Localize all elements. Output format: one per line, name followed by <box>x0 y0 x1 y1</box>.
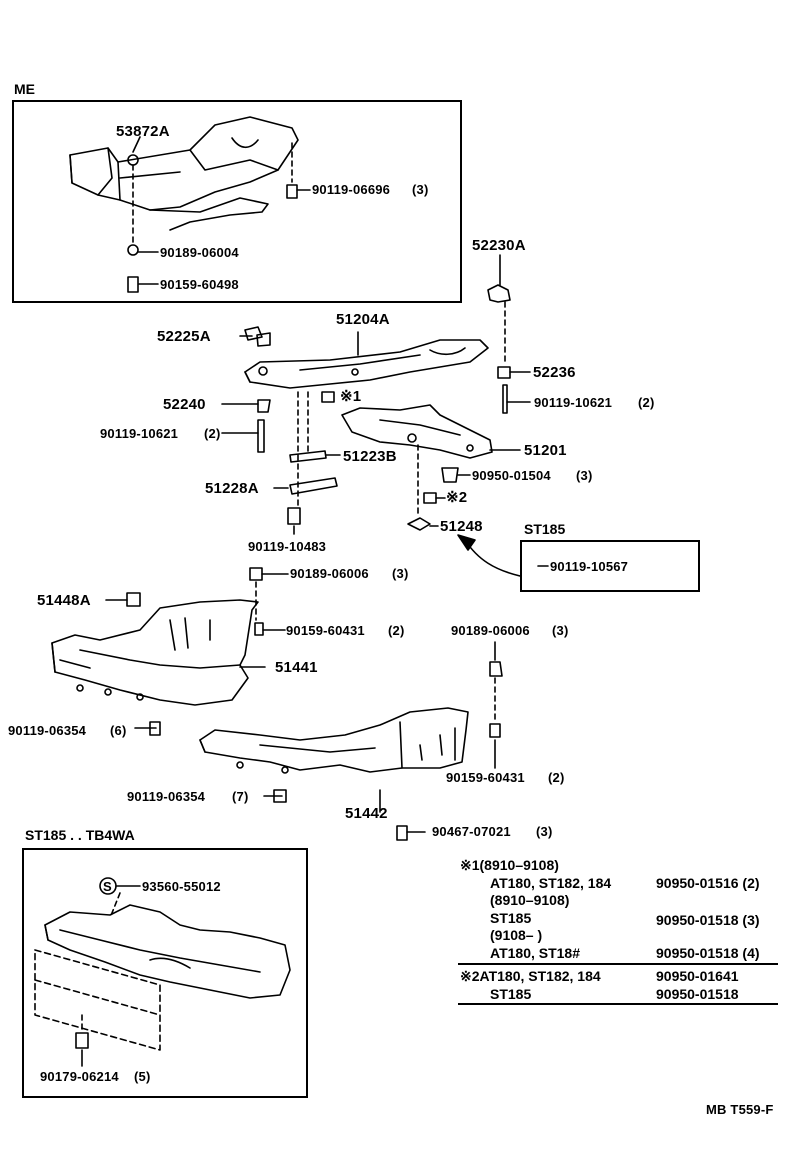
part-label-90189-06004: 90189-06004 <box>160 245 239 260</box>
part-label-90189-06006-b: 90189-06006 <box>451 623 530 638</box>
part-label-90159-60431-a: 90159-60431 <box>286 623 365 638</box>
part-qty-90159-60431-a: (2) <box>388 623 405 638</box>
part-label-52225a: 52225A <box>157 328 211 345</box>
part-label-90189-06006-a: 90189-06006 <box>290 566 369 581</box>
note-1-row1-models: AT180, ST182, 184 <box>490 875 612 891</box>
part-qty-90119-10621-right: (2) <box>638 395 655 410</box>
part-label-51441: 51441 <box>275 659 318 676</box>
part-label-52240: 52240 <box>163 396 206 413</box>
me-variant-box <box>12 100 462 303</box>
part-qty-90467-07021: (3) <box>536 824 553 839</box>
note-1-row3-models: ST185 <box>490 910 532 926</box>
note-2-row2-models: ST185 <box>490 986 532 1002</box>
me-fasteners <box>127 136 311 293</box>
part-label-90119-06354-a: 90119-06354 <box>8 723 87 738</box>
under-cover-51441-drawing <box>51 599 259 706</box>
part-label-90467-07021: 90467-07021 <box>432 824 511 839</box>
part-label-90950-01504: 90950-01504 <box>472 468 551 483</box>
part-label-90179-06214: 90179-06214 <box>40 1069 119 1084</box>
part-label-90159-60498: 90159-60498 <box>160 277 239 292</box>
part-qty-90119-06354-b: (7) <box>232 789 249 804</box>
part-label-51442: 51442 <box>345 805 388 822</box>
s-symbol: S <box>103 879 112 894</box>
part-qty-90950-01504: (3) <box>576 468 593 483</box>
me-box-title: ME <box>14 81 35 97</box>
part-label-51248: 51248 <box>440 518 483 535</box>
under-cover-51442-drawing <box>199 707 469 774</box>
part-label-51201: 51201 <box>524 442 567 459</box>
part-qty-90119-06354-a: (6) <box>110 723 127 738</box>
part-qty-90189-06006-b: (3) <box>552 623 569 638</box>
diagram-code: MB T559-F <box>706 1102 774 1117</box>
arrow-head <box>457 534 476 551</box>
note-1-row5-models: AT180, ST18# <box>490 945 581 961</box>
note-2-row2-part: 90950-01518 <box>656 986 739 1002</box>
part-label-51228a: 51228A <box>205 480 259 497</box>
note-1-row4-range: (9108– ) <box>490 927 543 943</box>
notes-divider-1 <box>458 963 778 965</box>
part-label-90119-06354-b: 90119-06354 <box>127 789 206 804</box>
st185-variant-box <box>520 540 700 592</box>
part-label-90159-60431-b: 90159-60431 <box>446 770 525 785</box>
note-1-row2-range: (8910–9108) <box>490 892 570 908</box>
part-label-51223b: 51223B <box>343 448 397 465</box>
crossmember-51204a-drawing <box>244 339 489 389</box>
part-label-51448a: 51448A <box>37 592 91 609</box>
st185-tb4wa-variant-box <box>22 848 308 1098</box>
mark-1-label: ※1 <box>340 388 362 405</box>
tb4wa-cover-drawing <box>34 877 291 1067</box>
arrow-st185 <box>464 539 521 577</box>
part-label-52230a: 52230A <box>472 237 526 254</box>
part-qty-90179-06214: (5) <box>134 1069 151 1084</box>
crossmember-51201-drawing <box>341 404 493 459</box>
note-2-models: ※2AT180, ST182, 184 <box>460 968 601 984</box>
part-label-52236: 52236 <box>533 364 576 381</box>
st185-tb4wa-box-title: ST185 . . TB4WA <box>25 827 135 843</box>
bracket-53872a-drawing <box>69 116 299 231</box>
note-2-part: 90950-01641 <box>656 968 739 984</box>
part-label-90119-10621-left: 90119-10621 <box>100 426 179 441</box>
part-qty-90119-10621-left: (2) <box>204 426 221 441</box>
part-qty-90119-06696: (3) <box>412 182 429 197</box>
part-label-90119-06696: 90119-06696 <box>312 182 391 197</box>
mark-2-label: ※2 <box>446 489 468 506</box>
part-qty-90159-60431-b: (2) <box>548 770 565 785</box>
part-label-90119-10483: 90119-10483 <box>248 539 327 554</box>
note-1-row5-part: 90950-01518 (4) <box>656 945 760 961</box>
part-label-90119-10567: 90119-10567 <box>550 559 629 574</box>
part-label-93560-55012: 93560-55012 <box>142 879 221 894</box>
note-1-header: ※1(8910–9108) <box>460 857 559 873</box>
st185-box-title: ST185 <box>524 521 566 537</box>
part-qty-90189-06006-a: (3) <box>392 566 409 581</box>
part-label-51204a: 51204A <box>336 311 390 328</box>
part-label-53872a: 53872A <box>116 123 170 140</box>
note-1-row1-part: 90950-01516 (2) <box>656 875 760 891</box>
part-label-90119-10621-right: 90119-10621 <box>534 395 613 410</box>
note-1-row3-part: 90950-01518 (3) <box>656 912 760 928</box>
notes-divider-2 <box>458 1003 778 1005</box>
